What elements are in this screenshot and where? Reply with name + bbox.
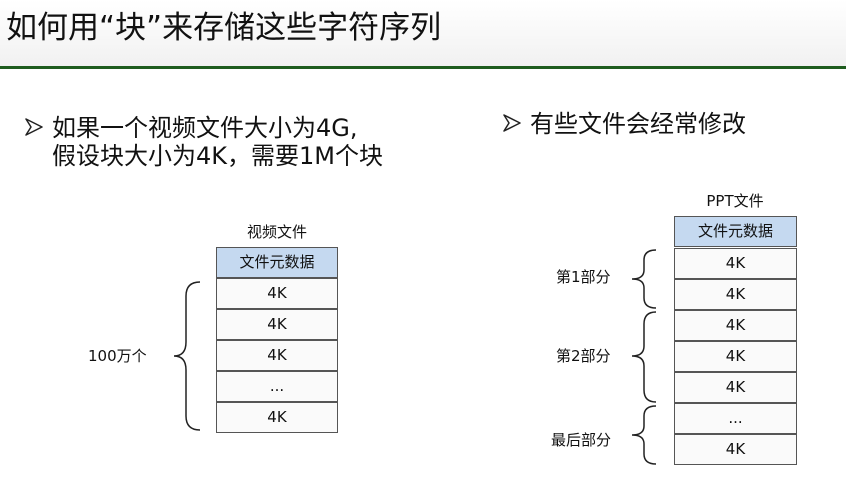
ppt-block-cell: 4K bbox=[674, 248, 797, 279]
bullet-ppt-line1: 有些文件会经常修改 bbox=[530, 110, 746, 138]
ppt-table-caption: PPT文件 bbox=[706, 192, 764, 210]
bullet-video-line1: 如果一个视频文件大小为4G, bbox=[52, 114, 358, 142]
ppt-block-cell: 4K bbox=[674, 310, 797, 341]
ppt-block-cell: 4K bbox=[674, 372, 797, 403]
bullet-video: 如果一个视频文件大小为4G, 假设块大小为4K，需要1M个块 bbox=[24, 114, 444, 174]
ppt-header-cell: 文件元数据 bbox=[674, 216, 797, 247]
ppt-part2-label: 第2部分 bbox=[556, 347, 611, 365]
video-block-cell: 4K bbox=[216, 309, 338, 340]
arrow-bullet-icon bbox=[503, 114, 521, 132]
title-divider bbox=[0, 66, 846, 69]
title-band bbox=[0, 0, 846, 66]
slide-title: 如何用“块”来存储这些字符序列 bbox=[6, 10, 442, 46]
bullet-ppt: 有些文件会经常修改 bbox=[502, 110, 822, 140]
video-block-cell: 4K bbox=[216, 340, 338, 371]
video-table-caption: 视频文件 bbox=[246, 223, 307, 241]
video-brace-label: 100万个 bbox=[88, 347, 147, 365]
ppt-block-cell: ... bbox=[674, 403, 797, 434]
video-block-cell: ... bbox=[216, 371, 338, 402]
arrow-bullet-icon bbox=[25, 118, 43, 136]
ppt-part1-label: 第1部分 bbox=[556, 268, 611, 286]
ppt-last-label: 最后部分 bbox=[551, 431, 612, 449]
ppt-last-brace-icon bbox=[631, 405, 657, 465]
ppt-block-cell: 4K bbox=[674, 434, 797, 465]
bullet-video-line2: 假设块大小为4K，需要1M个块 bbox=[52, 142, 383, 170]
ppt-block-cell: 4K bbox=[674, 279, 797, 310]
video-brace-icon bbox=[173, 281, 201, 431]
ppt-block-cell: 4K bbox=[674, 341, 797, 372]
video-block-cell: 4K bbox=[216, 278, 338, 309]
video-header-cell: 文件元数据 bbox=[216, 247, 338, 278]
video-block-cell: 4K bbox=[216, 402, 338, 433]
ppt-part2-brace-icon bbox=[631, 311, 657, 403]
ppt-part1-brace-icon bbox=[631, 249, 657, 309]
